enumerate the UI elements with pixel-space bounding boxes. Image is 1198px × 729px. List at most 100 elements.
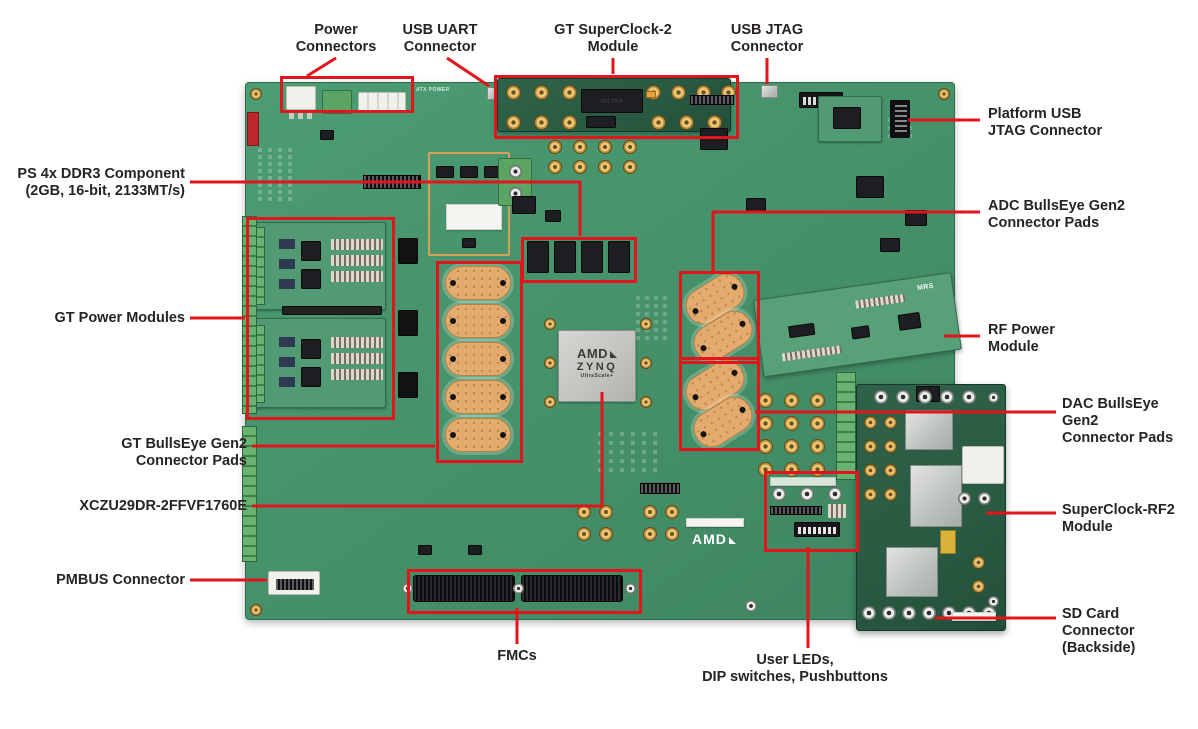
cage [398,310,418,336]
sma-connector-icon [864,464,877,477]
silkscreen-mark [654,320,658,324]
silkscreen-mark [636,336,640,340]
label-line: PMBUS Connector [56,572,185,588]
silkscreen-mark [654,336,658,340]
dip-switch-user [794,522,840,537]
label-line: GT SuperClock-2 [554,22,672,38]
silkscreen-mark [288,197,292,201]
silkscreen-mark [663,296,667,300]
module-reg [279,259,295,269]
silkscreen-mark [288,183,292,187]
rf2-sma [972,580,985,593]
label-line: ADC BullsEye Gen2 [988,198,1125,214]
terminal-screw [509,165,522,178]
silkscreen-mark [609,432,613,436]
rf2-shield-can [905,410,953,450]
label-line: DAC BullsEye Gen2 [1062,396,1159,429]
label-line: USB UART [402,22,478,38]
silkscreen-mark [663,304,667,308]
sma-cluster [643,505,679,541]
mounting-hole [640,318,652,330]
chip-name-text: ZYNQ [576,361,618,373]
label-line: PS 4x DDR3 Component [17,166,185,182]
rf2-gold-part [940,530,956,554]
silkscreen-mark [258,176,262,180]
pmbus-slot [276,579,314,590]
silkscreen-mark [642,450,646,454]
gt-bullseye-pad [445,342,511,376]
silkscreen-mark [258,148,262,152]
footprint-ic [436,166,454,178]
atx-power-connector [286,86,316,110]
module-inductor [301,269,321,289]
label-line: Connectors [295,39,377,55]
silkscreen-mark [258,183,262,187]
sma-connector-icon [758,416,773,431]
silkscreen-mark [631,459,635,463]
label-line: SuperClock-RF2 [1062,502,1175,518]
atx-connector-pins [289,110,313,119]
superclock2-ic-small [586,116,616,128]
silkscreen-mark [258,169,262,173]
silkscreen-mark [288,169,292,173]
amd-logo-bottom: AMD [692,531,736,547]
silkscreen-mark [653,450,657,454]
serial-sticker [686,518,744,527]
sma-connector-icon [784,439,799,454]
label-line: JTAG Connector [988,123,1103,139]
misc-ic [700,128,728,150]
module-caps [331,353,383,364]
silkscreen-mark [654,304,658,308]
label-rf-power: RF Power Module [988,322,1128,356]
label-ps-ddr3: PS 4x DDR3 Component (2GB, 16-bit, 2133M… [0,166,185,200]
label-line: Module [988,339,1039,355]
sma-connector-icon [864,416,877,429]
ddr3-chip [581,241,603,273]
mounting-hole [544,357,556,369]
atx-power-silkscreen: ATX POWER [416,87,450,93]
pushbutton [800,487,814,501]
sma-group [651,115,722,130]
module-reg [279,337,295,347]
label-line: DIP switches, Pushbuttons [702,669,888,685]
misc-ic [880,238,900,252]
silkscreen-mark [620,450,624,454]
sma-connector-icon [623,160,637,174]
rf2-sma-column [864,416,897,501]
coax-connector-icon [902,606,916,620]
jtag-pins [895,105,907,135]
silkscreen-mark [609,441,613,445]
ddr3-chip [608,241,630,273]
corner-screw [250,604,262,616]
silkscreen-mark [620,459,624,463]
silkscreen-mark [642,441,646,445]
coax-connector-icon [962,390,976,404]
sma-cluster-top [548,140,637,174]
silkscreen-mark [642,468,646,472]
cage [398,372,418,398]
silkscreen-mark [653,468,657,472]
pushbutton [772,487,786,501]
label-dac-bullseye: DAC BullsEye Gen2 Connector Pads [1062,396,1198,447]
sma-connector-icon [562,85,577,100]
pin-header-top [363,175,421,189]
silkscreen-mark [631,468,635,472]
gt-bullseye-pad [445,304,511,338]
silkscreen-mark [609,468,613,472]
coax-connector-icon [940,390,954,404]
silkscreen-mark [620,441,624,445]
label-gt-superclock2: GT SuperClock-2 Module [538,22,688,56]
label-line: RF Power [988,322,1055,338]
silkscreen-mark [278,183,282,187]
label-usb-uart: USB UART Connector [395,22,485,56]
small-usb [468,545,482,555]
misc-header [690,95,734,105]
sma-connector-icon [548,140,562,154]
silkscreen-mark [278,190,282,194]
sma-connector-icon [599,527,613,541]
label-user-leds: User LEDs, DIP switches, Pushbuttons [670,652,920,686]
silkscreen-mark [654,312,658,316]
silkscreen-mark [654,296,658,300]
silkscreen-mark [636,296,640,300]
silkscreen-mark [278,197,282,201]
